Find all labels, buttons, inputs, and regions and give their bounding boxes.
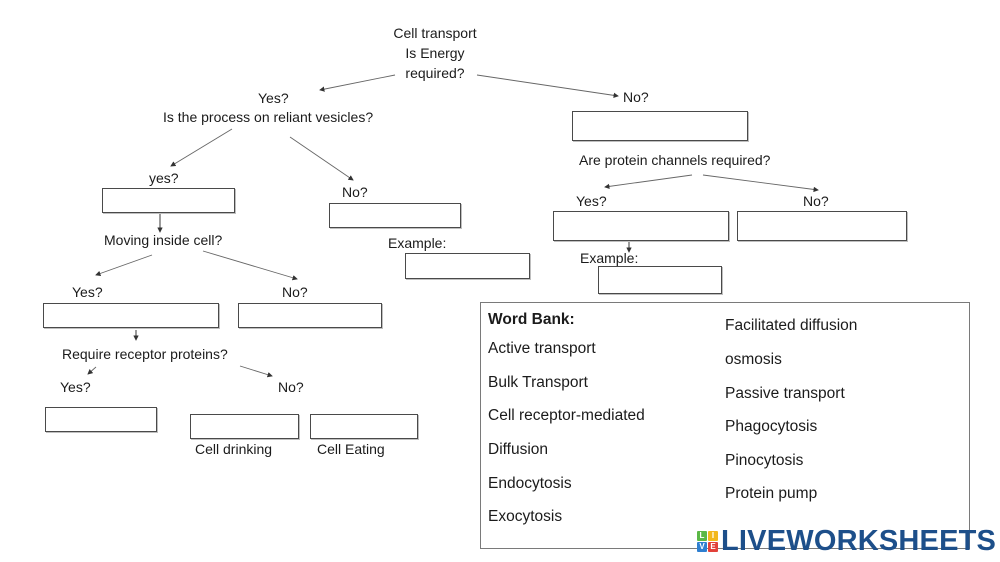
vesicles-no-answer-input[interactable]: [330, 204, 460, 227]
arrow-inside-no: [202, 250, 298, 281]
channels-example-label: Example:: [580, 250, 639, 266]
energy-no-answer-box[interactable]: [572, 111, 748, 141]
inside-yes-answer-box[interactable]: [43, 303, 219, 328]
arrow-inside-yes: [95, 254, 153, 277]
word-bank-item: osmosis: [725, 351, 782, 368]
cell-eating-caption: Cell Eating: [317, 441, 385, 457]
logo-block: V: [697, 541, 707, 552]
root-title: Cell transport: [393, 25, 477, 41]
word-bank-item: Bulk Transport: [488, 374, 588, 391]
channels-yes-answer-box[interactable]: [553, 211, 729, 241]
root-question-line2: required?: [405, 65, 465, 81]
word-bank-item: Endocytosis: [488, 475, 572, 492]
word-bank-item: Cell receptor-mediated: [488, 407, 645, 424]
word-bank-item: Diffusion: [488, 441, 549, 458]
word-bank-item: Protein pump: [725, 485, 818, 502]
word-bank-item: Exocytosis: [488, 508, 563, 525]
logo-blocks-icon: L I V E: [697, 530, 718, 552]
word-bank-item: Active transport: [488, 340, 596, 357]
arrow-vesicles-yes: [170, 128, 233, 167]
moving-inside-question: Moving inside cell?: [104, 232, 223, 248]
receptor-yes-label: Yes?: [60, 379, 91, 395]
word-bank-item: Passive transport: [725, 385, 845, 402]
inside-yes-label: Yes?: [72, 284, 103, 300]
vesicles-yes-label: yes?: [149, 170, 179, 186]
liveworksheets-logo: L I V E LIVEWORKSHEETS: [697, 526, 996, 556]
channels-no-label: No?: [803, 193, 829, 209]
word-bank: Word Bank: Active transport Bulk Transpo…: [480, 302, 970, 549]
arrow-vesicles-no: [289, 136, 354, 181]
arrow-channels-yes: [604, 174, 693, 190]
inside-no-label: No?: [282, 284, 308, 300]
receptor-no-label: No?: [278, 379, 304, 395]
channels-example-input[interactable]: [599, 267, 721, 293]
vesicles-no-label: No?: [342, 184, 368, 200]
cell-eating-answer-box[interactable]: [310, 414, 418, 439]
channels-example-box[interactable]: [598, 266, 722, 294]
cell-eating-answer-input[interactable]: [311, 415, 417, 438]
channels-question: Are protein channels required?: [579, 152, 771, 168]
vesicles-yes-answer-input[interactable]: [103, 189, 234, 212]
arrow-channels-no: [702, 174, 819, 193]
inside-no-answer-input[interactable]: [239, 304, 381, 327]
energy-yes-label: Yes?: [258, 90, 289, 106]
word-bank-item: Facilitated diffusion: [725, 317, 858, 334]
inside-no-answer-box[interactable]: [238, 303, 382, 328]
energy-no-answer-input[interactable]: [573, 112, 747, 140]
receptor-question: Require receptor proteins?: [62, 346, 228, 362]
cell-drinking-caption: Cell drinking: [195, 441, 273, 457]
vesicles-no-example-label: Example:: [388, 235, 447, 251]
inside-yes-answer-input[interactable]: [44, 304, 218, 327]
cell-drinking-answer-input[interactable]: [191, 415, 298, 438]
word-bank-title: Word Bank:: [488, 311, 575, 328]
channels-no-answer-box[interactable]: [737, 211, 907, 241]
root-question-line1: Is Energy: [405, 45, 465, 61]
vesicles-question: Is the process on reliant vesicles?: [163, 109, 374, 125]
receptor-yes-answer-box[interactable]: [45, 407, 157, 432]
cell-drinking-answer-box[interactable]: [190, 414, 299, 439]
receptor-yes-answer-input[interactable]: [46, 408, 156, 431]
logo-block: L: [697, 530, 707, 541]
word-bank-item: Phagocytosis: [725, 418, 818, 435]
word-bank-item: Pinocytosis: [725, 452, 804, 469]
channels-no-answer-input[interactable]: [738, 212, 906, 240]
vesicles-no-example-input[interactable]: [406, 254, 529, 278]
arrow-receptor-no: [239, 365, 273, 378]
arrow-receptor-yes: [87, 366, 97, 375]
logo-block: I: [708, 530, 718, 541]
channels-yes-answer-input[interactable]: [554, 212, 728, 240]
vesicles-no-answer-box[interactable]: [329, 203, 461, 228]
energy-no-label: No?: [623, 89, 649, 105]
logo-block: E: [708, 541, 718, 552]
logo-text: LIVEWORKSHEETS: [721, 525, 997, 557]
vesicles-no-example-box[interactable]: [405, 253, 530, 279]
vesicles-yes-answer-box[interactable]: [102, 188, 235, 213]
channels-yes-label: Yes?: [576, 193, 607, 209]
